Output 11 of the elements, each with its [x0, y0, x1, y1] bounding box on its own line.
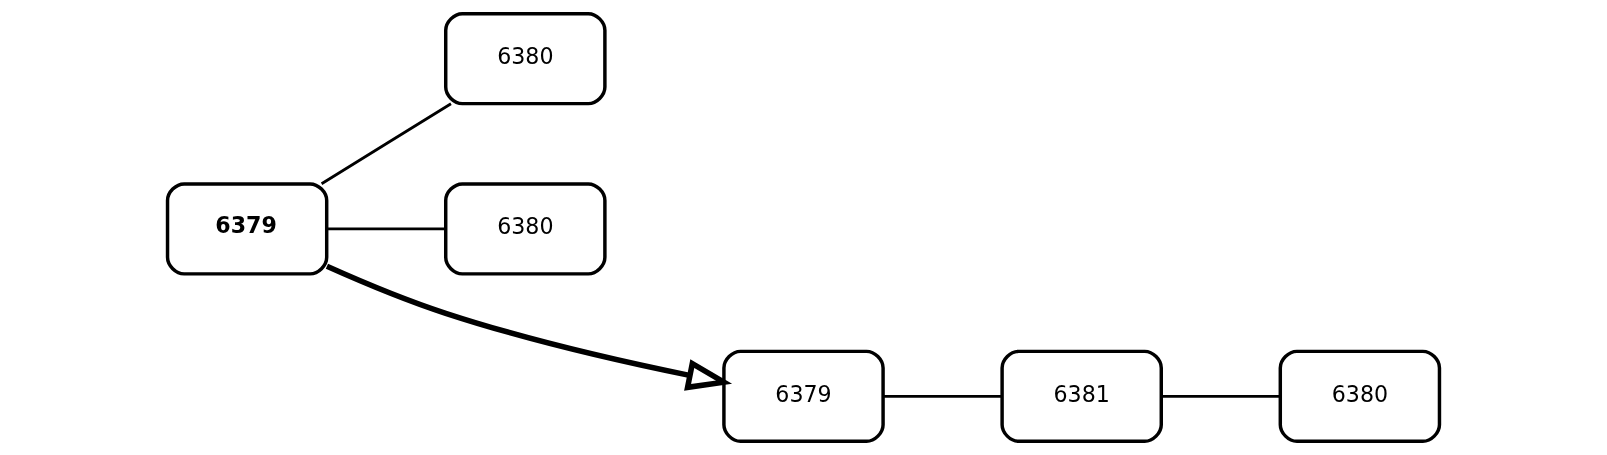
connector — [1161, 394, 1280, 398]
connector — [320, 102, 452, 185]
node-box: 6380 — [444, 182, 607, 276]
node-box: 6379 — [165, 182, 329, 276]
node-box: 6380 — [444, 11, 607, 106]
node-box: 6379 — [722, 349, 885, 444]
arrow — [325, 263, 733, 391]
connector — [883, 394, 1002, 398]
connector — [327, 227, 446, 231]
node-box: 6381 — [1000, 349, 1163, 444]
node-box: 6380 — [1278, 349, 1442, 444]
